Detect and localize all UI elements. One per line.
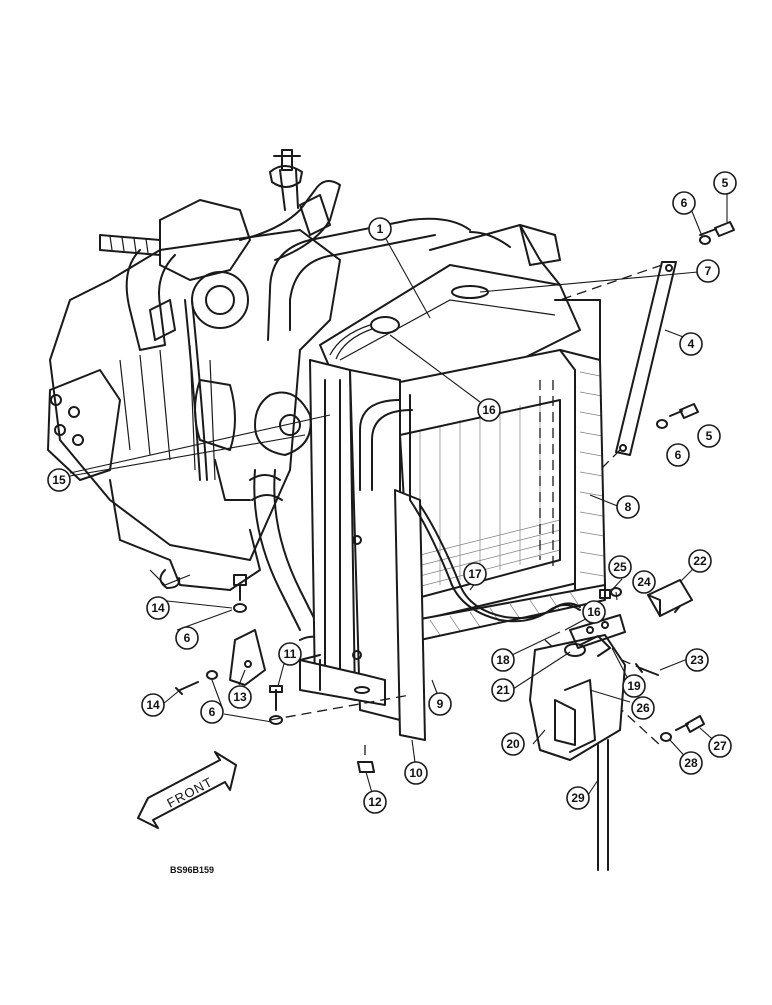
callout-24: 24	[632, 570, 656, 594]
svg-text:21: 21	[496, 683, 510, 697]
svg-text:15: 15	[52, 473, 66, 487]
callout-5b: 5	[697, 424, 721, 448]
svg-text:24: 24	[637, 575, 651, 589]
callout-9: 9	[428, 692, 452, 716]
callout-20: 20	[501, 732, 525, 756]
svg-text:17: 17	[468, 567, 482, 581]
svg-text:22: 22	[693, 554, 707, 568]
svg-text:6: 6	[209, 705, 216, 719]
drawing-code: BS96B159	[170, 865, 214, 875]
callout-14b: 14	[141, 693, 165, 717]
alternator	[184, 299, 312, 501]
callout-6b: 6	[666, 443, 690, 467]
overflow-hose	[359, 399, 581, 623]
svg-text:6: 6	[681, 196, 688, 210]
callout-29: 29	[566, 786, 590, 810]
callout-15: 15	[47, 468, 71, 492]
svg-text:23: 23	[690, 653, 704, 667]
callout-16a: 16	[477, 398, 501, 422]
callout-12: 12	[363, 790, 387, 814]
callout-14a: 14	[146, 596, 170, 620]
callout-6d: 6	[200, 700, 224, 724]
callout-4: 4	[679, 332, 703, 356]
svg-text:10: 10	[409, 766, 423, 780]
callout-26: 26	[631, 696, 655, 720]
svg-text:28: 28	[684, 756, 698, 770]
svg-text:5: 5	[722, 176, 729, 190]
svg-text:12: 12	[368, 795, 382, 809]
callout-23: 23	[685, 648, 709, 672]
callout-22: 22	[688, 549, 712, 573]
svg-text:4: 4	[688, 337, 695, 351]
stay-rod	[615, 261, 677, 456]
leader-lines	[69, 193, 728, 801]
svg-text:18: 18	[496, 653, 510, 667]
front-arrow: FRONT	[137, 751, 237, 829]
svg-text:16: 16	[587, 605, 601, 619]
upper-hose	[267, 217, 511, 341]
svg-text:29: 29	[571, 791, 585, 805]
callout-21: 21	[491, 678, 515, 702]
svg-text:16: 16	[482, 403, 496, 417]
svg-text:6: 6	[675, 448, 682, 462]
svg-text:9: 9	[437, 697, 444, 711]
reserve-cap	[647, 579, 693, 617]
svg-text:14: 14	[146, 698, 160, 712]
svg-text:27: 27	[713, 739, 727, 753]
svg-text:5: 5	[706, 429, 713, 443]
svg-text:20: 20	[506, 737, 520, 751]
callout-6a: 6	[672, 191, 696, 215]
radiator-frame	[299, 224, 606, 741]
callout-17: 17	[463, 562, 487, 586]
callout-1: 1	[368, 217, 392, 241]
callout-19: 19	[622, 674, 646, 698]
reserve-tank	[529, 614, 626, 871]
svg-text:26: 26	[636, 701, 650, 715]
callout-7: 7	[696, 259, 720, 283]
svg-text:13: 13	[233, 690, 247, 704]
callout-28: 28	[679, 751, 703, 775]
svg-text:14: 14	[151, 601, 165, 615]
svg-text:8: 8	[625, 500, 632, 514]
hardware	[175, 221, 735, 773]
svg-text:19: 19	[627, 679, 641, 693]
callout-27: 27	[708, 734, 732, 758]
callouts: 1 4 5 5 6 6 6 6 7 8 9 10 11 12 13 14 14 …	[47, 171, 737, 814]
turbocharger	[125, 149, 341, 351]
callout-5a: 5	[713, 171, 737, 195]
callout-16b: 16	[582, 600, 606, 624]
svg-text:11: 11	[284, 647, 297, 661]
svg-text:25: 25	[613, 560, 627, 574]
callout-18: 18	[491, 648, 515, 672]
svg-text:7: 7	[705, 264, 712, 278]
callout-10: 10	[404, 761, 428, 785]
svg-text:1: 1	[377, 222, 384, 236]
callout-25: 25	[608, 555, 632, 579]
callout-8: 8	[616, 495, 640, 519]
callout-13: 13	[228, 685, 252, 709]
callout-11: 11	[278, 642, 302, 666]
svg-text:6: 6	[184, 631, 191, 645]
callout-6c: 6	[175, 626, 199, 650]
